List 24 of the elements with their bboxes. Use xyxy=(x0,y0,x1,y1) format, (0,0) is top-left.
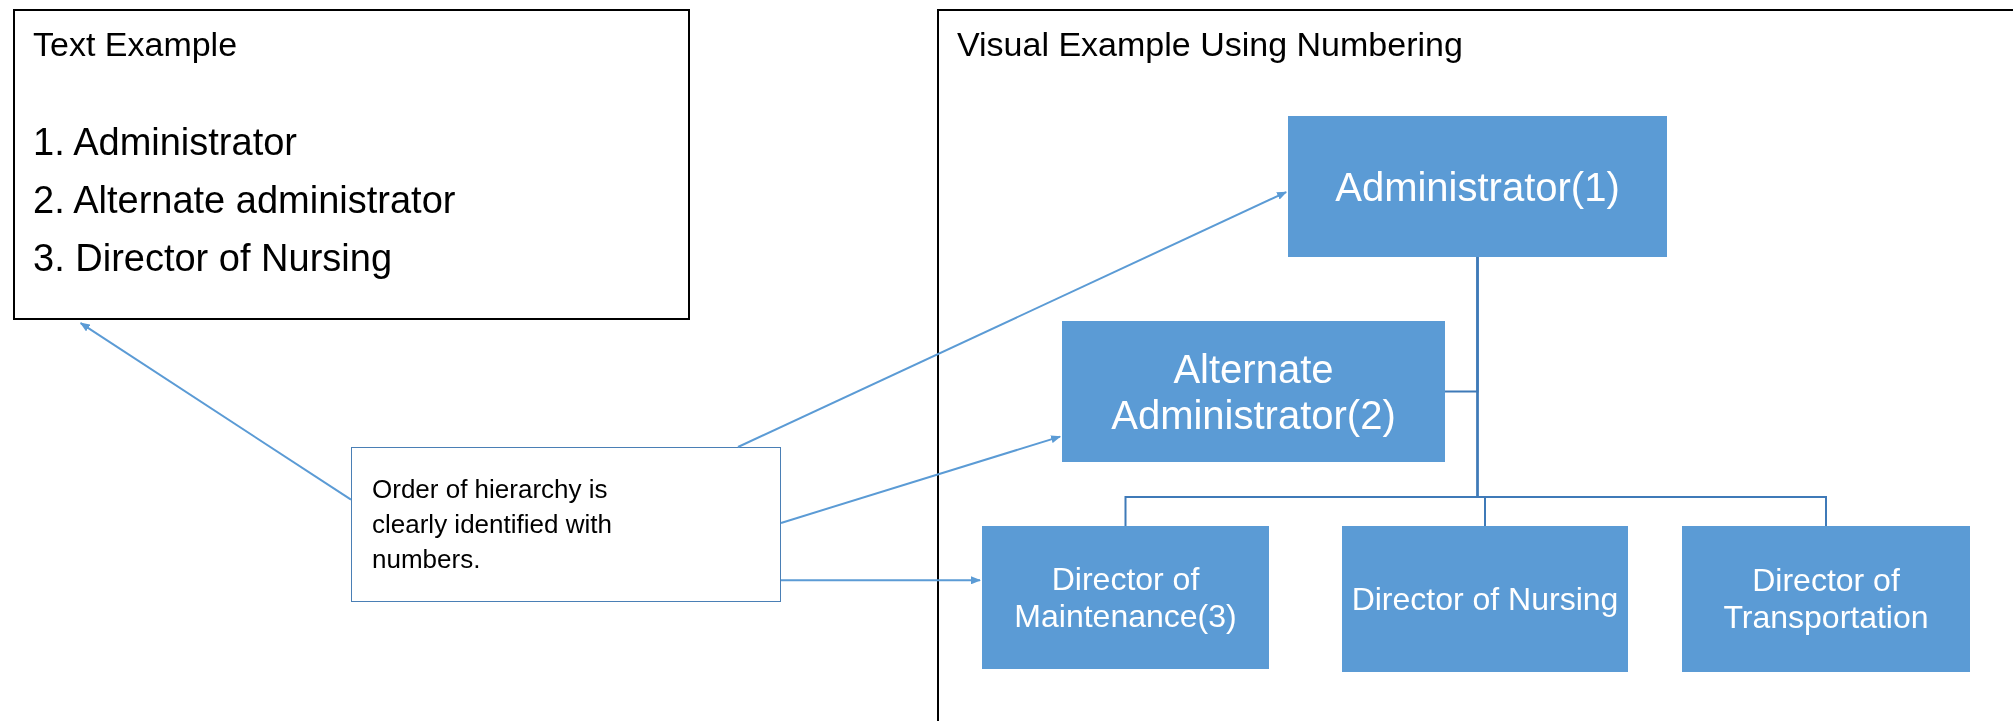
panel-heading: Visual Example Using Numbering xyxy=(957,25,1463,64)
callout-box xyxy=(351,447,781,602)
org-chart-box xyxy=(1342,526,1628,672)
list-item: 1. Administrator xyxy=(33,121,297,164)
panel-heading: Text Example xyxy=(33,25,238,64)
org-chart-box xyxy=(1682,526,1970,672)
arrow xyxy=(737,191,1288,448)
arrow xyxy=(79,322,352,501)
org-chart-box xyxy=(1062,321,1445,462)
box-label: Administrator(1) xyxy=(1335,163,1620,210)
org-chart-box xyxy=(982,526,1269,669)
arrow xyxy=(780,435,1062,524)
panel xyxy=(13,9,690,320)
box-label: Director of Maintenance(3) xyxy=(1013,560,1238,635)
box-label: Director of Transportation xyxy=(1722,562,1930,636)
callout-text: Order of hierarchy is clearly identified with numbers. xyxy=(372,472,613,577)
box-label: Director of Nursing xyxy=(1351,580,1619,618)
connector-line xyxy=(1476,256,1827,527)
panel xyxy=(937,9,2013,721)
arrow xyxy=(780,576,981,585)
list-item: 3. Director of Nursing xyxy=(33,237,392,280)
box-label: Alternate Administrator(2) xyxy=(1110,345,1397,438)
list-item: 2. Alternate administrator xyxy=(33,179,456,222)
org-chart-box xyxy=(1288,116,1667,257)
